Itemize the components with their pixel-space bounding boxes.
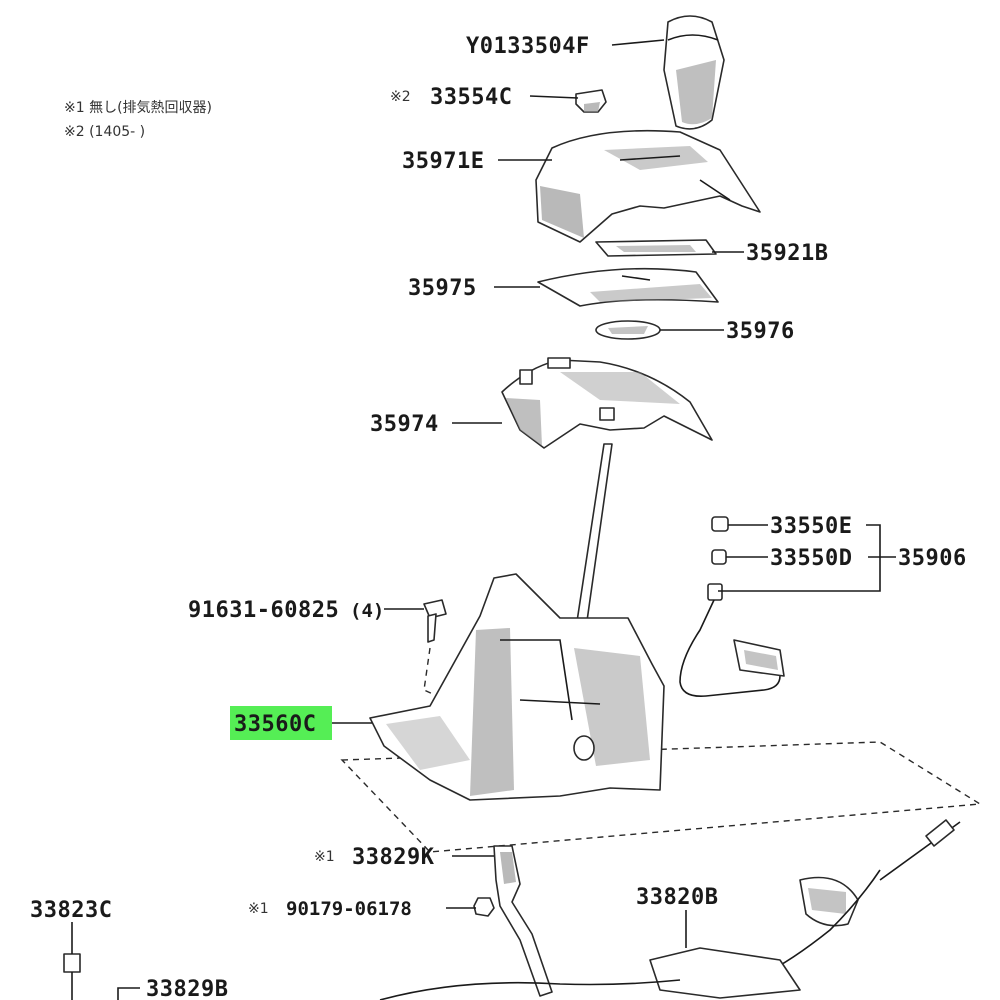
label-indicator-housing: 35974 [370,412,439,437]
label-bracket: 33829K [352,845,435,870]
label-lamp-e: 33550E [770,514,852,539]
label-lamp-assy: 35906 [898,546,967,571]
label-small-plate: 35976 [726,319,795,344]
cable-drawing [379,819,961,1000]
label-bracket-b: 33829B [146,977,228,1000]
highlight-box [230,706,332,740]
label-pin: 33823C [30,898,112,923]
housing-cover-drawing [535,129,761,243]
label-bolt: 91631-60825 [188,598,339,623]
nut-drawing [473,897,495,917]
pin-drawing [63,953,81,1000]
plate-b-drawing [595,239,717,257]
lamp-assembly-drawing [679,516,785,698]
small-plate-drawing [595,320,661,340]
shift-knob-drawing [663,15,725,130]
label-knob-button: 33554C [430,85,512,110]
plate-drawing [537,267,719,307]
label-cable: 33820B [636,885,718,910]
mark-nut: ※1 [248,901,269,917]
label-nut: 90179-06178 [286,898,412,920]
label-shift-lever-assembly[interactable]: 33560C [234,712,316,737]
label-plate: 35975 [408,276,477,301]
label-plate-b: 35921B [746,241,828,266]
shift-lever-assembly-drawing [340,443,983,853]
note-line-2: ※2 (1405- ) [64,124,145,140]
note-line-1: ※1 無し(排気熱回収器) [64,100,212,116]
leader-lines [71,39,896,1000]
label-lamp-d: 33550D [770,546,852,571]
knob-button-drawing [575,89,607,113]
bracket-drawing [493,845,553,997]
label-bolt-qty: (4) [350,600,384,622]
mark-knob-button: ※2 [390,89,411,105]
mark-bracket: ※1 [314,849,335,865]
label-housing-cover: 35971E [402,149,484,174]
label-knob: Y0133504F [466,34,590,59]
indicator-housing-drawing [501,357,713,449]
